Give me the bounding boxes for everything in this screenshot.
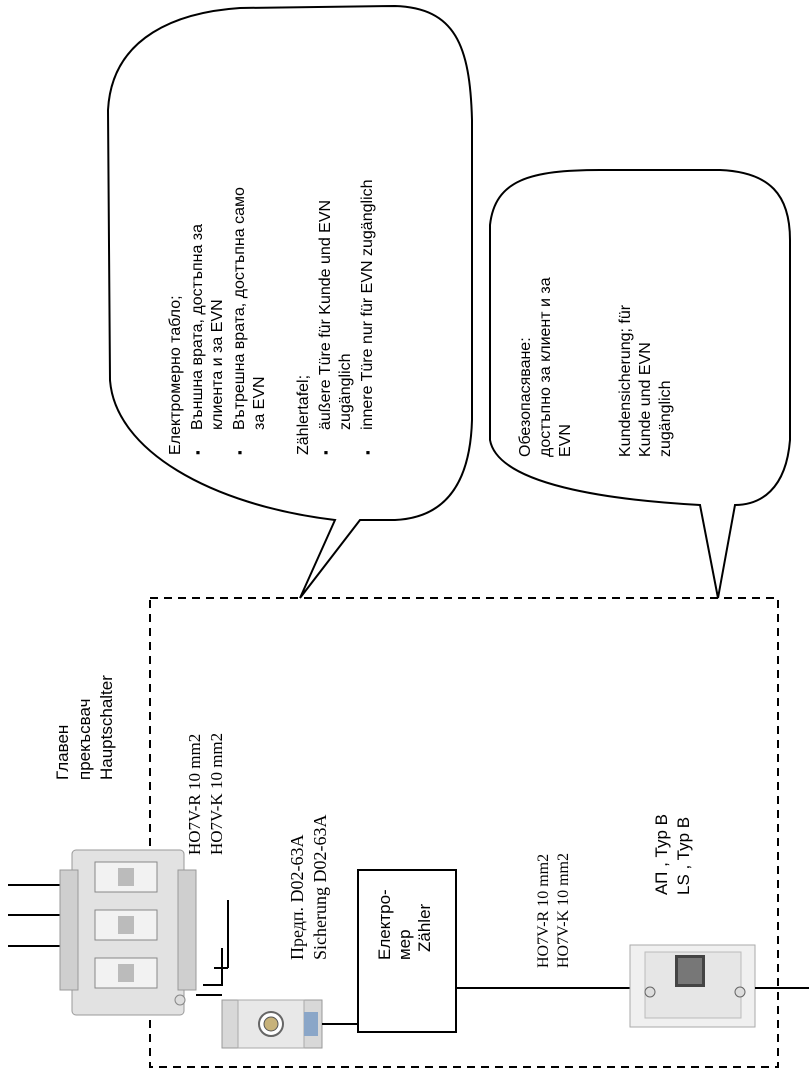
breaker-label: АП , Typ B LS , Typ B (652, 814, 693, 895)
callout-right-line-3: Kundensicherung; für (617, 304, 634, 457)
callout-top-bullet-4: ▪ (360, 450, 375, 455)
cable-1-label-1: HO7V-K 10 mm2 (207, 733, 226, 855)
callout-top-line-7: zugänglich (337, 354, 354, 431)
main-switch-device (59, 849, 197, 1016)
callout-top-bullet-1: ▪ (190, 450, 205, 455)
callout-top-line-2: клиента и за EVN (209, 299, 226, 430)
callout-top-bullet-3: ▪ (318, 450, 333, 455)
fuse-device (221, 999, 323, 1049)
callout-meter-panel-text: Електромерно табло; ▪ Външна врата, дост… (167, 179, 376, 455)
fuse-label-0: Предп. D02-63A (287, 834, 307, 960)
cable-1-label-0: HO7V-R 10 mm2 (185, 734, 204, 855)
callout-top-line-5: Zählertafel; (295, 375, 312, 455)
callout-top-line-4: за EVN (251, 376, 268, 430)
main-switch-label-0: Главен (53, 725, 72, 780)
callout-meter-panel: Електромерно табло; ▪ Външна врата, дост… (106, 4, 473, 599)
cable-2-label-0: HO7V-R 10 mm2 (535, 854, 552, 968)
cable-2-label: HO7V-R 10 mm2 HO7V-K 10 mm2 (535, 853, 572, 968)
callout-top-bullet-2: ▪ (232, 450, 247, 455)
meter-label-1: мер (395, 929, 414, 960)
fuse-label: Предп. D02-63A Sicherung D02-63A (287, 815, 330, 960)
callout-right-line-1: достъпно за клиент и за (537, 277, 554, 457)
callout-right-line-4: Kunde und EVN (637, 342, 654, 457)
breaker-label-0: АП , Typ B (652, 814, 671, 895)
meter-box (357, 869, 457, 1033)
callout-top-line-8: innere Türe nur für EVN zugänglich (359, 179, 376, 430)
meter-label: Електро- мер Zähler (375, 889, 434, 960)
bracket-outer (203, 948, 223, 986)
callout-customer-fuse: Обезопасяване: достъпно за клиент и за E… (489, 169, 791, 599)
callout-bubble-shape (106, 4, 473, 599)
breaker-label-1: LS , Typ B (674, 817, 693, 895)
callout-top-line-6: äußere Türe für Kunde und EVN (317, 200, 334, 430)
meter-label-0: Електро- (375, 889, 394, 960)
main-switch-label-1: прекъсвач (75, 699, 94, 780)
fuse-label-1: Sicherung D02-63A (310, 815, 330, 960)
main-switch-label-2: Hauptschalter (97, 675, 116, 780)
meter-label-2: Zähler (415, 903, 434, 952)
callout-right-line-0: Обезопасяване: (517, 337, 534, 457)
callout-right-line-5: zugänglich (657, 381, 674, 458)
cable-1-label: HO7V-R 10 mm2 HO7V-K 10 mm2 (185, 733, 226, 855)
callout-customer-fuse-text: Обезопасяване: достъпно за клиент и за E… (517, 277, 674, 457)
cable-2-label-1: HO7V-K 10 mm2 (555, 853, 572, 968)
callout-top-line-1: Външна врата, достъпна за (189, 224, 206, 430)
callout-bubble-shape-right (489, 169, 791, 599)
callout-top-line-0: Електромерно табло; (167, 295, 184, 455)
main-switch-label: Главен прекъсвач Hauptschalter (53, 675, 116, 780)
breaker-device (629, 944, 756, 1028)
callout-right-line-2: EVN (557, 424, 574, 457)
callout-top-line-3: Вътрешна врата, достъпна само (231, 187, 248, 430)
